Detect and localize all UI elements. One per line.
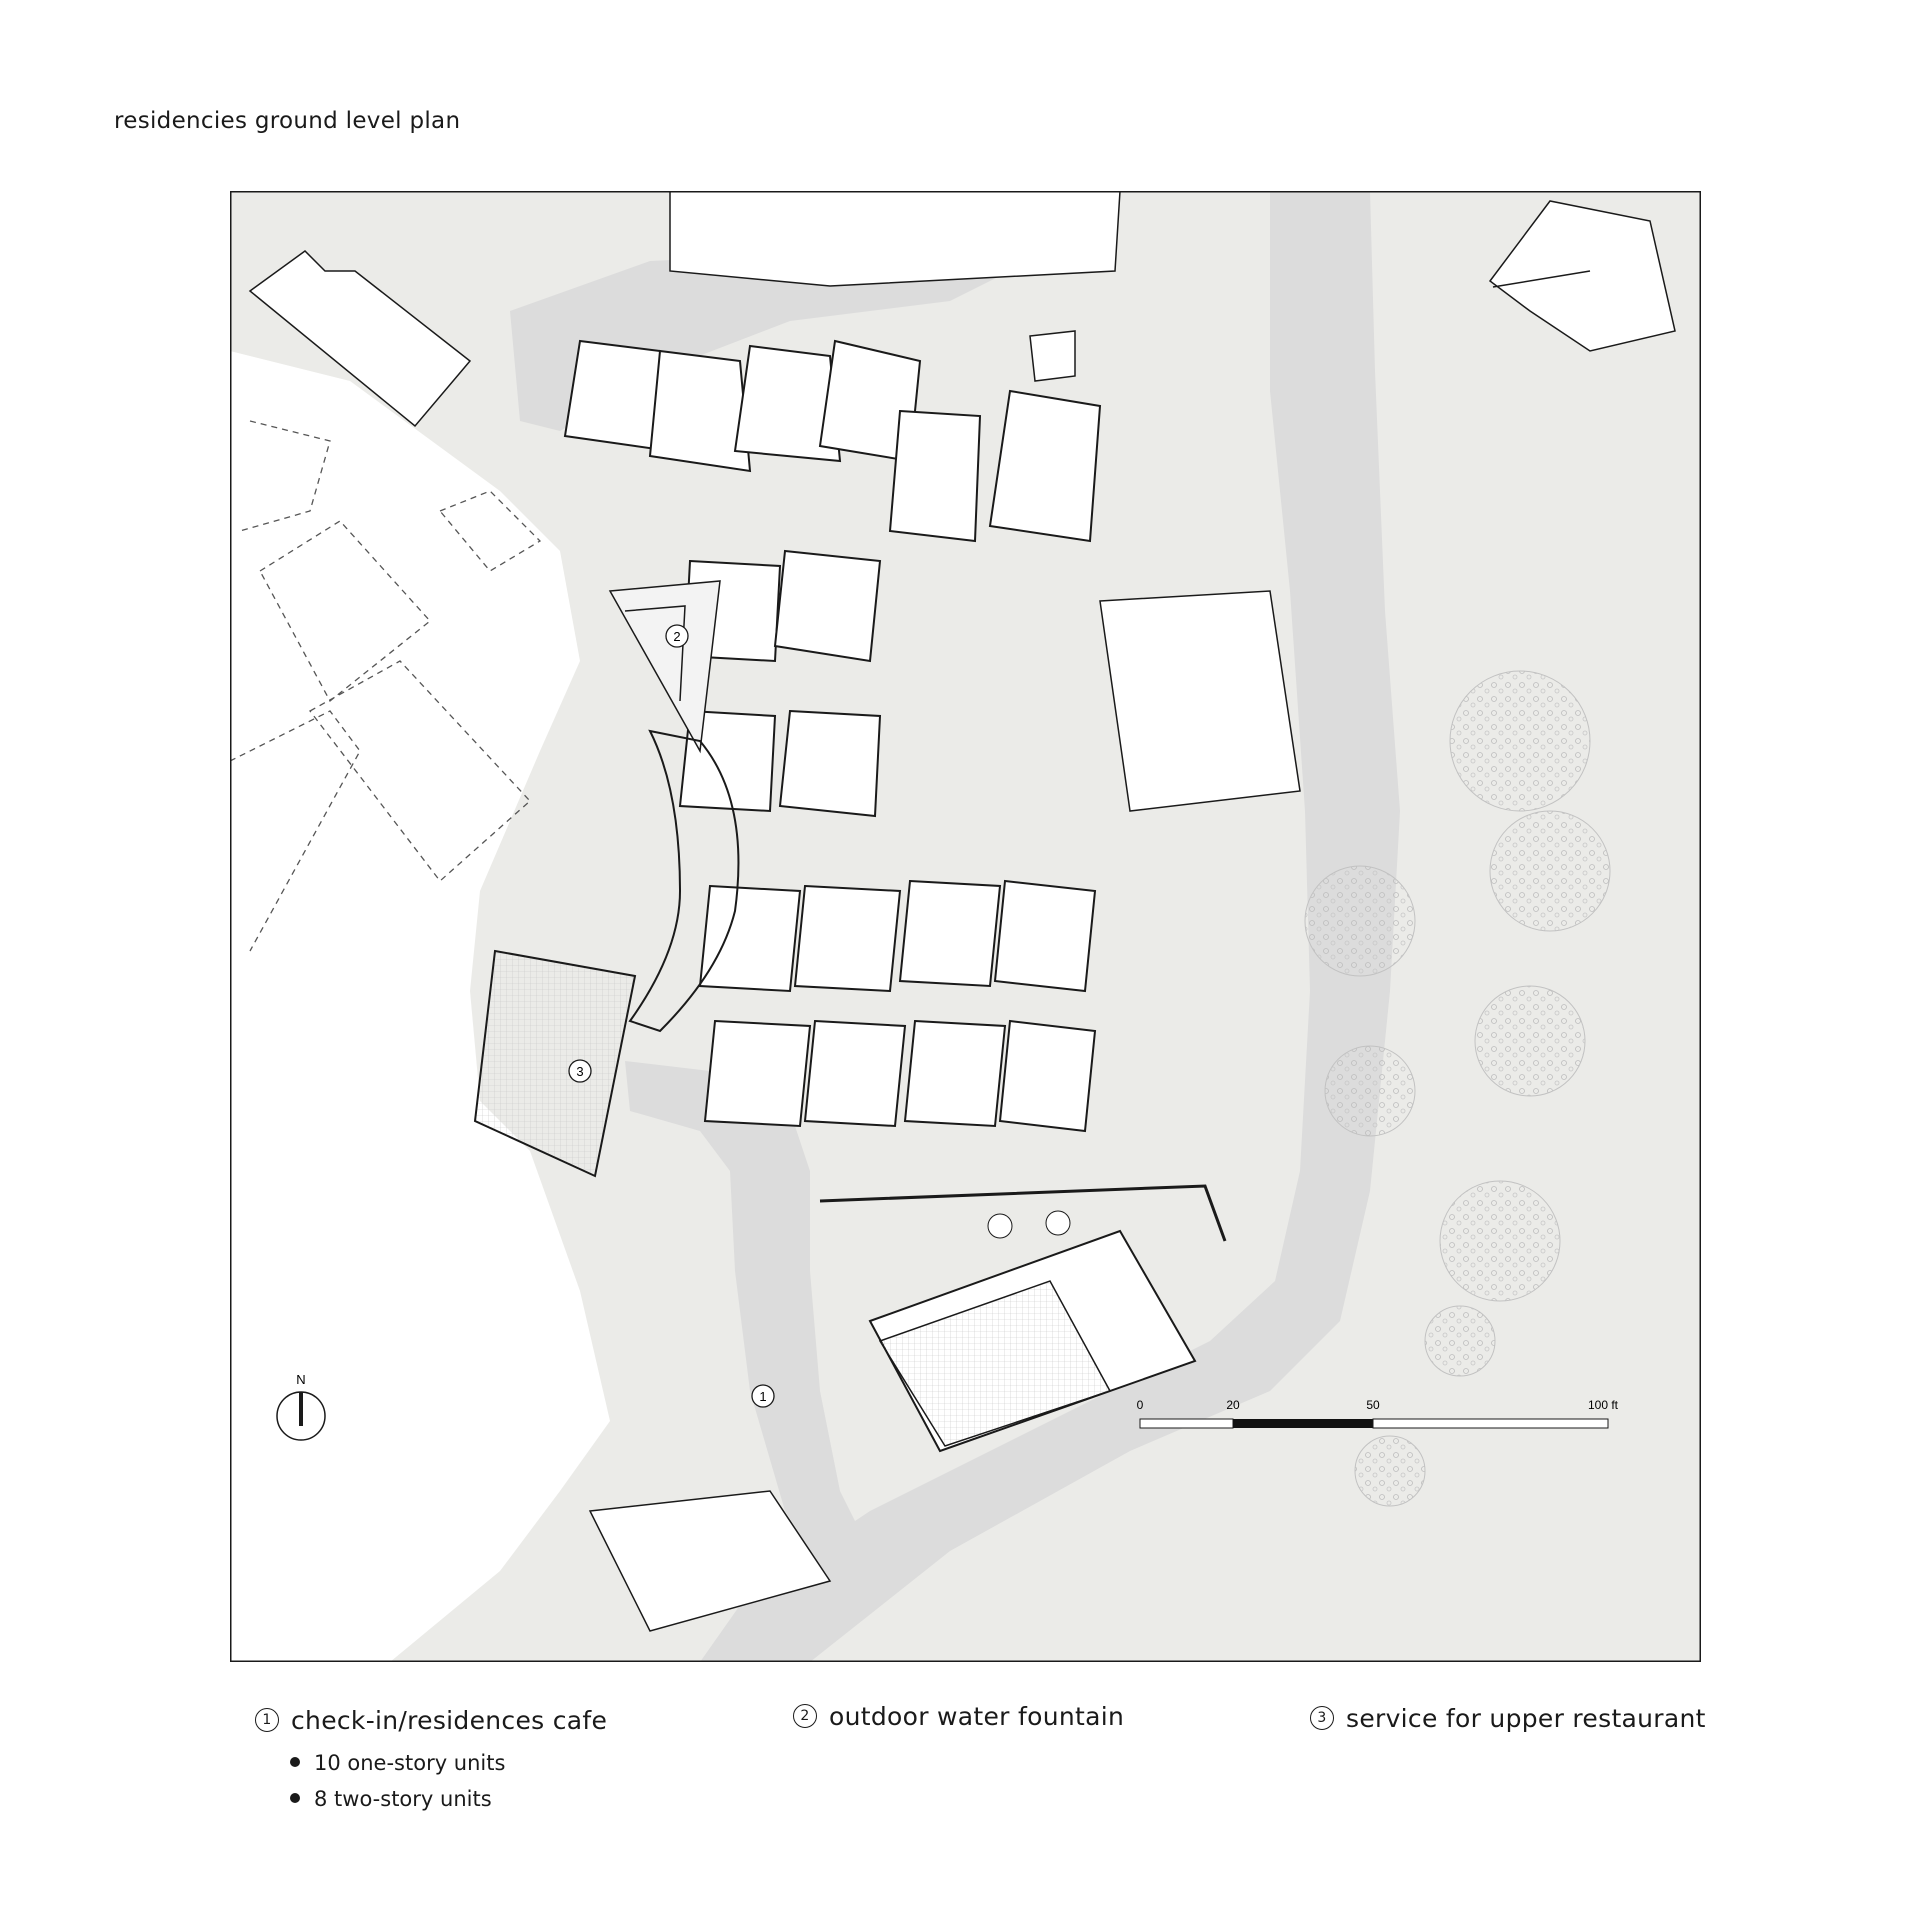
neighbor-buildings — [248, 191, 1676, 1632]
legend-item-1: 1 check-in/residences cafe — [255, 1706, 607, 1735]
scale-bar: 0 20 50 100 ft — [1137, 1398, 1619, 1429]
legend-number-1: 1 — [255, 1708, 279, 1732]
legend-label-2: outdoor water fountain — [829, 1702, 1125, 1731]
north-arrow: N — [276, 1372, 326, 1441]
trees — [1304, 670, 1611, 1507]
service-building — [473, 949, 637, 1178]
curved-wall — [628, 729, 740, 1033]
cafe-building — [868, 1229, 1197, 1453]
bullet-two-story: 8 two-story units — [290, 1781, 505, 1817]
site-plan: 1 2 3 N 0 20 50 100 ft — [230, 191, 1701, 1662]
marker-2: 2 — [665, 624, 689, 648]
residence-cluster-4 — [698, 879, 1097, 1133]
residence-cluster-1 — [563, 339, 922, 473]
legend-number-3: 3 — [1310, 1706, 1334, 1730]
legend-item-3: 3 service for upper restaurant — [1310, 1704, 1706, 1733]
legend-number-2: 2 — [793, 1704, 817, 1728]
main-road — [700, 191, 1400, 1662]
scale-label-20: 20 — [1226, 1398, 1240, 1412]
fountain — [608, 580, 721, 754]
residence-cluster-2 — [888, 389, 1102, 543]
marker-1: 1 — [751, 1384, 775, 1408]
scale-label-50: 50 — [1366, 1398, 1380, 1412]
legend-label-3: service for upper restaurant — [1346, 1704, 1706, 1733]
marker-3-label: 3 — [576, 1064, 583, 1079]
terrain-left — [230, 351, 610, 1662]
scale-label-0: 0 — [1137, 1398, 1144, 1412]
legend-label-1: check-in/residences cafe — [291, 1706, 608, 1735]
seating-wall — [819, 1184, 1227, 1242]
north-label: N — [296, 1372, 305, 1387]
plan-title: residencies ground level plan — [114, 108, 461, 134]
bullet-one-story: 10 one-story units — [290, 1745, 505, 1781]
marker-3: 3 — [568, 1059, 592, 1083]
access-road — [625, 1061, 870, 1581]
legend-item-2: 2 outdoor water fountain — [793, 1702, 1124, 1731]
unit-bullets: 10 one-story units 8 two-story units — [290, 1745, 505, 1817]
marker-2-label: 2 — [673, 629, 680, 644]
cafe-tables — [987, 1210, 1071, 1239]
marker-1-label: 1 — [759, 1389, 766, 1404]
dashed-outlines — [230, 420, 542, 952]
scale-label-100: 100 ft — [1588, 1398, 1619, 1412]
plan-border — [230, 191, 1701, 1662]
